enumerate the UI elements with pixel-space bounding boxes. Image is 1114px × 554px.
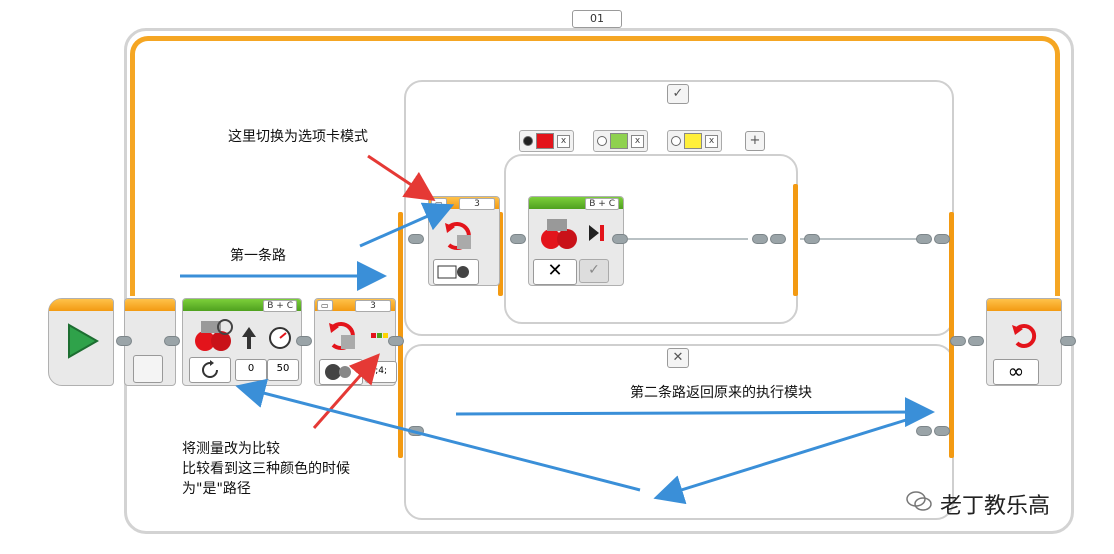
inner-switch-right-edge — [793, 184, 798, 296]
connector[interactable] — [1060, 336, 1076, 346]
inner-switch-block[interactable]: ▭ 3 — [428, 196, 500, 286]
close-icon[interactable]: x — [631, 134, 644, 148]
connector[interactable] — [950, 336, 966, 346]
loop-orange-border — [130, 36, 1060, 296]
case-false-tab[interactable]: ✕ — [667, 348, 689, 368]
loop-start-slot — [133, 355, 163, 383]
stop-mode-button[interactable]: ✕ — [533, 259, 577, 285]
connector[interactable] — [804, 234, 820, 244]
power-value[interactable]: 50 — [267, 359, 299, 381]
switch-arrow-red — [367, 154, 436, 201]
second-path-arrow — [455, 397, 935, 428]
switch-mode-button[interactable] — [319, 359, 363, 385]
motor-icon — [541, 219, 577, 249]
connector[interactable] — [408, 234, 424, 244]
return-arrow — [235, 378, 641, 492]
param-arrow-red — [312, 353, 380, 429]
switch-block[interactable]: ▭ 3 [3;4; — [314, 298, 397, 386]
wire — [628, 238, 748, 240]
loop-start-header — [125, 299, 175, 311]
measure-note-line1: 将测量改为比较 — [182, 441, 280, 457]
sensor-mode-icon — [325, 364, 351, 380]
play-icon[interactable] — [63, 321, 103, 361]
connector[interactable] — [968, 336, 984, 346]
switch-right-edge — [949, 212, 954, 458]
start-block-header — [49, 299, 113, 311]
move-steering-block[interactable]: B + C 0 50 — [182, 298, 302, 386]
connector[interactable] — [770, 234, 786, 244]
connector[interactable] — [510, 234, 526, 244]
brake-check[interactable]: ✓ — [579, 259, 609, 283]
radio-icon[interactable] — [671, 136, 681, 146]
switch-left-edge — [398, 212, 403, 458]
add-case-button[interactable]: + — [745, 131, 765, 151]
stop-ports[interactable]: B + C — [585, 198, 619, 210]
measure-note-line2: 比较看到这三种颜色的时候 — [182, 461, 350, 477]
yellow-swatch-icon — [684, 133, 702, 149]
green-swatch-icon — [610, 133, 628, 149]
loop-name-label[interactable]: 01 — [572, 10, 622, 28]
connector[interactable] — [296, 336, 312, 346]
inner-switch-mode-button[interactable] — [433, 259, 479, 285]
loop-end-header — [987, 299, 1061, 311]
color-tab-red[interactable]: x — [519, 130, 574, 152]
red-swatch-icon — [536, 133, 554, 149]
mode-button[interactable] — [189, 357, 231, 383]
wire — [800, 238, 920, 240]
color-tab-green[interactable]: x — [593, 130, 648, 152]
wechat-logo-icon — [906, 490, 932, 512]
loop-frame — [124, 28, 1074, 534]
motor-icon — [195, 319, 233, 351]
move-tank-stop-block[interactable]: B + C ✕ ✓ — [528, 196, 624, 286]
loop-end-block[interactable]: ∞ — [986, 298, 1062, 386]
color-indicator-icon — [371, 333, 388, 338]
switch-port[interactable]: 3 — [355, 300, 391, 312]
infinity-icon[interactable]: ∞ — [993, 359, 1039, 385]
steering-ports[interactable]: B + C — [263, 300, 297, 312]
close-icon[interactable]: x — [705, 134, 718, 148]
color-tab-yellow[interactable]: x — [667, 130, 722, 152]
measure-mode-icon — [437, 265, 469, 279]
connector[interactable] — [164, 336, 180, 346]
loop-back-arrow — [653, 418, 907, 505]
inner-switch-left-edge — [498, 212, 503, 296]
switch-mode-note: 这里切换为选项卡模式 — [228, 129, 368, 145]
connector[interactable] — [388, 336, 404, 346]
switch-mode-toggle[interactable]: ▭ — [317, 300, 333, 311]
case-true-tab[interactable]: ✓ — [667, 84, 689, 104]
radio-selected-icon[interactable] — [523, 136, 533, 146]
watermark-text: 老丁教乐高 — [940, 494, 1051, 519]
connector[interactable] — [752, 234, 768, 244]
stop-icon — [589, 225, 604, 241]
measure-note-line3: 为"是"路径 — [182, 481, 251, 497]
connector[interactable] — [934, 426, 950, 436]
start-block[interactable] — [48, 298, 114, 386]
arrow-up-icon — [242, 327, 256, 349]
switch-arrow-blue — [359, 202, 455, 248]
connector[interactable] — [612, 234, 628, 244]
connector[interactable] — [116, 336, 132, 346]
color-sensor-icon — [329, 322, 355, 350]
second-path-note: 第二条路返回原来的执行模块 — [630, 385, 812, 401]
speed-gauge-icon — [269, 327, 291, 349]
connector[interactable] — [934, 234, 950, 244]
connector[interactable] — [916, 234, 932, 244]
inner-switch-port[interactable]: 3 — [459, 198, 495, 210]
radio-icon[interactable] — [597, 136, 607, 146]
loop-icon — [1012, 324, 1037, 348]
rotate-icon — [202, 360, 218, 378]
close-icon[interactable]: x — [557, 134, 570, 148]
first-path-note: 第一条路 — [230, 248, 286, 264]
